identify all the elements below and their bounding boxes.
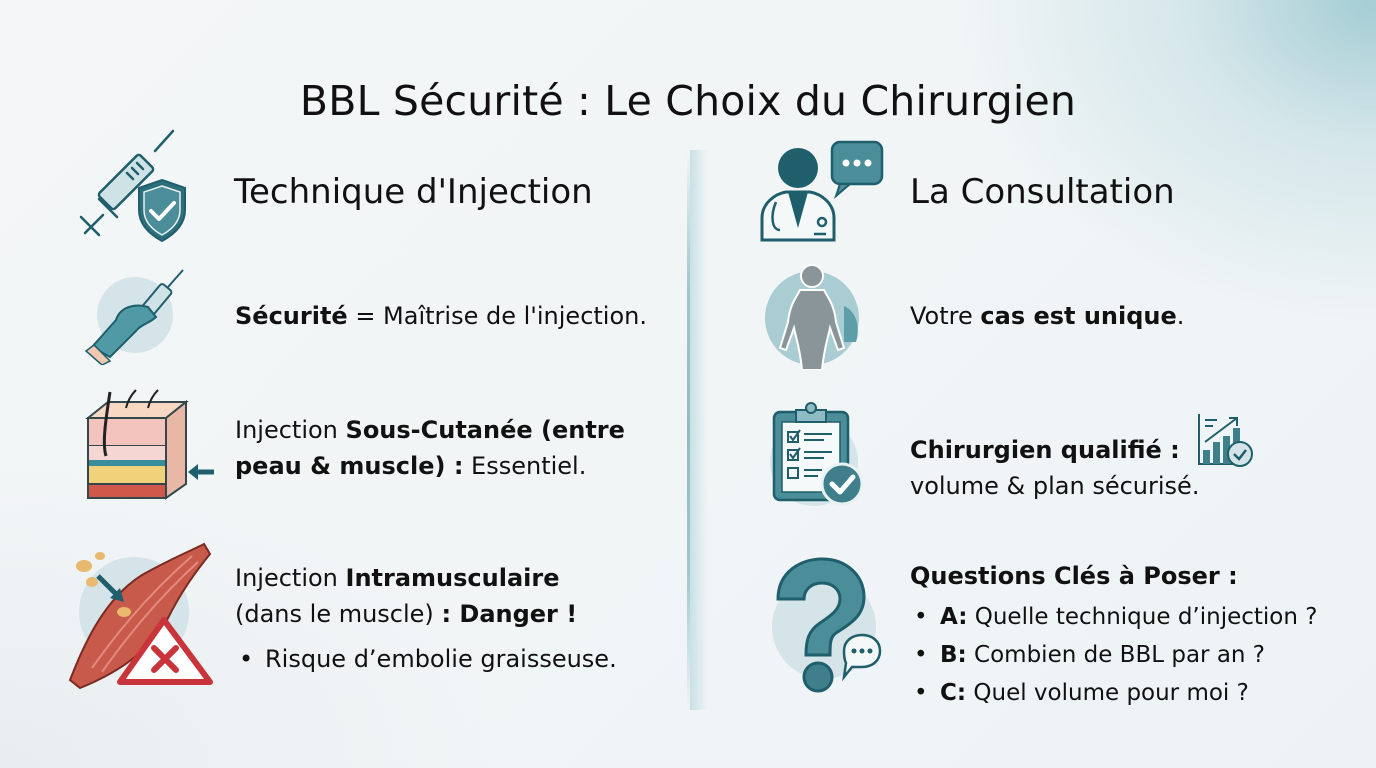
skin-layers-icon (78, 388, 218, 503)
gloved-hand-syringe-icon (80, 265, 190, 365)
page-title: BBL Sécurité : Le Choix du Chirurgien (299, 77, 1077, 126)
section-heading-injection: Technique d'Injection (234, 172, 593, 212)
subcutaneous-injection-statement: Injection Sous-Cutanée (entre peau & mus… (235, 416, 625, 480)
risk-bullet-list: Risque d’embolie graisseuse. (235, 640, 617, 678)
question-item: C: Quel volume pour moi ? (910, 674, 1317, 712)
qualified-surgeon-statement: Chirurgien qualifié : volume & plan sécu… (910, 412, 1255, 504)
question-item: B: Combien de BBL par an ? (910, 636, 1317, 674)
muscle-danger-icon (62, 540, 217, 690)
risk-bullet: Risque d’embolie graisseuse. (235, 640, 617, 678)
syringe-shield-icon (75, 125, 200, 243)
intramuscular-injection-statement: Injection Intramusculaire (dans le muscl… (235, 564, 578, 628)
unique-case-statement: Votre cas est unique. (910, 302, 1185, 330)
question-mark-chat-icon (760, 555, 885, 695)
injection-safety-statement: Sécurité = Maîtrise de l'injection. (235, 302, 647, 330)
key-questions-list: A: Quelle technique d’injection ? B: Com… (910, 598, 1317, 712)
growth-chart-check-icon (1195, 412, 1255, 468)
key-questions-heading: Questions Clés à Poser : (910, 562, 1238, 590)
clipboard-checklist-icon (762, 400, 872, 508)
section-heading-consultation: La Consultation (910, 172, 1175, 212)
column-divider (687, 150, 708, 710)
doctor-chat-icon (758, 138, 886, 242)
question-item: A: Quelle technique d’injection ? (910, 598, 1317, 636)
body-silhouette-icon (762, 262, 862, 370)
